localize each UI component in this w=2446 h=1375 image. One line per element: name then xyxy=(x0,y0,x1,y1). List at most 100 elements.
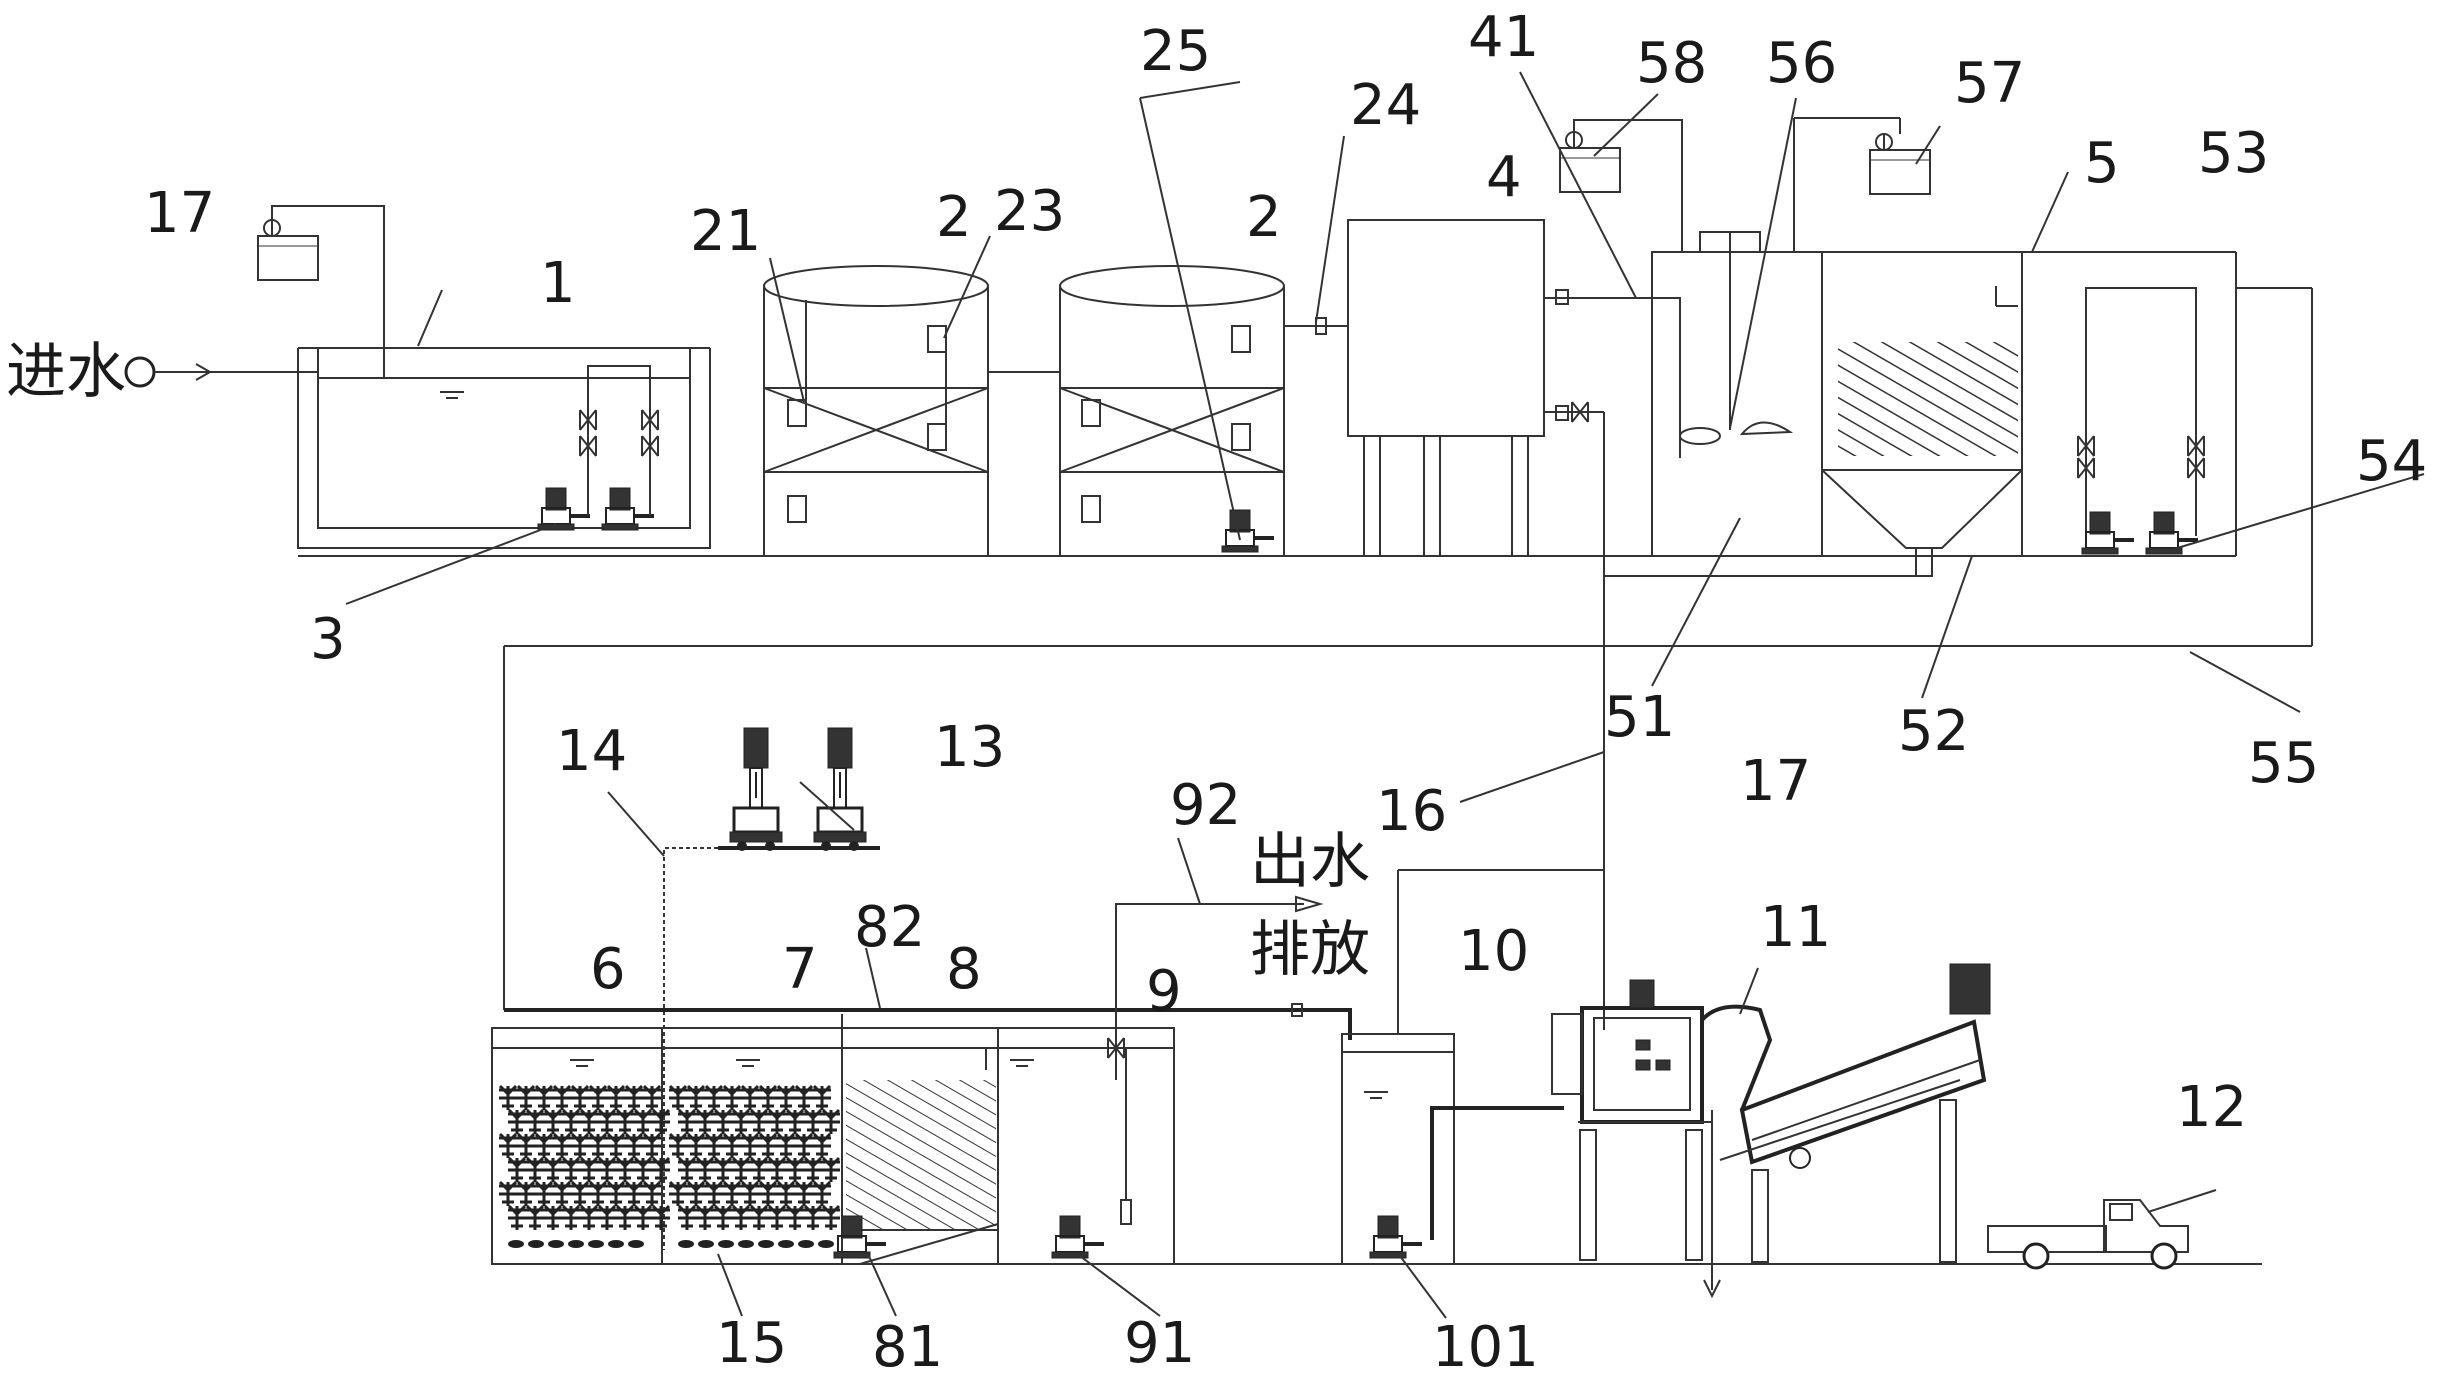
media-plant xyxy=(551,1180,573,1208)
media-plant xyxy=(667,1084,689,1112)
media-plant xyxy=(605,1180,627,1208)
aeration-diffuser xyxy=(528,1240,544,1248)
media-plant xyxy=(614,1204,636,1232)
sludge-truck-12 xyxy=(1987,1199,2189,1270)
label-82: 82 xyxy=(854,895,925,960)
media-plant xyxy=(730,1156,752,1184)
label-13: 13 xyxy=(934,715,1005,780)
dosing-box-58 xyxy=(1559,119,1683,212)
media-plant xyxy=(614,1156,636,1184)
label-5: 5 xyxy=(2084,131,2120,196)
label-3: 3 xyxy=(310,607,346,672)
media-plant xyxy=(811,1132,833,1160)
media-plant xyxy=(506,1156,528,1184)
media-plant xyxy=(820,1204,842,1232)
media-plant xyxy=(739,1180,761,1208)
label-8: 8 xyxy=(946,937,982,1002)
media-plant xyxy=(766,1156,788,1184)
media-plant xyxy=(623,1084,645,1112)
aeration-diffuser xyxy=(548,1240,564,1248)
label-7: 7 xyxy=(782,937,818,1002)
media-plant xyxy=(775,1084,797,1112)
sedimentation-tank-5 xyxy=(503,117,2313,1030)
outlet-92 xyxy=(1115,895,1324,1040)
media-plant xyxy=(694,1204,716,1232)
aeration-diffuser xyxy=(698,1240,714,1248)
label-41: 41 xyxy=(1468,5,1539,70)
media-plant xyxy=(533,1084,555,1112)
media-plant xyxy=(515,1180,537,1208)
media-plant xyxy=(757,1084,779,1112)
media-plant xyxy=(775,1180,797,1208)
label-52: 52 xyxy=(1898,699,1969,764)
aeration-diffuser xyxy=(738,1240,754,1248)
media-plant xyxy=(623,1180,645,1208)
media-plant xyxy=(748,1108,770,1136)
media-plant xyxy=(560,1108,582,1136)
label-14: 14 xyxy=(556,719,627,784)
media-plant xyxy=(569,1084,591,1112)
media-plant xyxy=(641,1180,663,1208)
dosing-box-17-left xyxy=(257,205,385,378)
media-plant xyxy=(605,1132,627,1160)
dosing-box-57 xyxy=(1869,118,1931,195)
label-53: 53 xyxy=(2198,121,2269,186)
label-21: 21 xyxy=(690,199,761,264)
leader-lines xyxy=(345,71,2425,1319)
label-54: 54 xyxy=(2356,429,2427,494)
label-10: 10 xyxy=(1458,919,1529,984)
media-plant xyxy=(623,1132,645,1160)
media-plant xyxy=(524,1108,546,1136)
media-plant xyxy=(766,1204,788,1232)
media-plant xyxy=(721,1180,743,1208)
media-plant xyxy=(632,1156,654,1184)
aeration-diffuser xyxy=(718,1240,734,1248)
label-9: 9 xyxy=(1146,959,1182,1024)
aeration-diffuser xyxy=(568,1240,584,1248)
label-12: 12 xyxy=(2176,1075,2247,1140)
media-plant xyxy=(542,1108,564,1136)
media-plant xyxy=(820,1156,842,1184)
aeration-diffuser xyxy=(798,1240,814,1248)
media-plant xyxy=(506,1204,528,1232)
media-plant xyxy=(650,1108,672,1136)
media-plant xyxy=(587,1132,609,1160)
media-plant xyxy=(497,1132,519,1160)
media-plant xyxy=(533,1180,555,1208)
media-plant xyxy=(766,1108,788,1136)
label-92: 92 xyxy=(1170,773,1241,838)
label-11: 11 xyxy=(1760,895,1831,960)
media-plant xyxy=(676,1204,698,1232)
media-plant xyxy=(506,1108,528,1136)
aeration-diffuser xyxy=(628,1240,644,1248)
media-plant xyxy=(641,1084,663,1112)
aeration-diffuser xyxy=(588,1240,604,1248)
media-plant xyxy=(542,1204,564,1232)
media-plant xyxy=(703,1084,725,1112)
media-plant xyxy=(569,1180,591,1208)
media-plant xyxy=(811,1084,833,1112)
media-plant xyxy=(793,1132,815,1160)
media-plant xyxy=(793,1084,815,1112)
media-plant xyxy=(596,1108,618,1136)
media-plant xyxy=(497,1084,519,1112)
inlet-arrow xyxy=(124,356,318,388)
media-plant xyxy=(560,1156,582,1184)
label-51: 51 xyxy=(1604,685,1675,750)
media-plant xyxy=(515,1084,537,1112)
media-plant xyxy=(712,1156,734,1184)
media-plant xyxy=(650,1204,672,1232)
label-16: 16 xyxy=(1376,779,1447,844)
media-plant xyxy=(551,1084,573,1112)
media-plant xyxy=(569,1132,591,1160)
aeration-diffuser xyxy=(678,1240,694,1248)
media-plant xyxy=(515,1132,537,1160)
media-plant xyxy=(578,1156,600,1184)
media-plant xyxy=(730,1204,752,1232)
label-2b: 2 xyxy=(1246,185,1282,250)
label-17a: 17 xyxy=(144,181,215,246)
dewatering-machine-11 xyxy=(1551,963,1991,1299)
label-58: 58 xyxy=(1636,31,1707,96)
media-plant xyxy=(533,1132,555,1160)
media-plant xyxy=(748,1156,770,1184)
